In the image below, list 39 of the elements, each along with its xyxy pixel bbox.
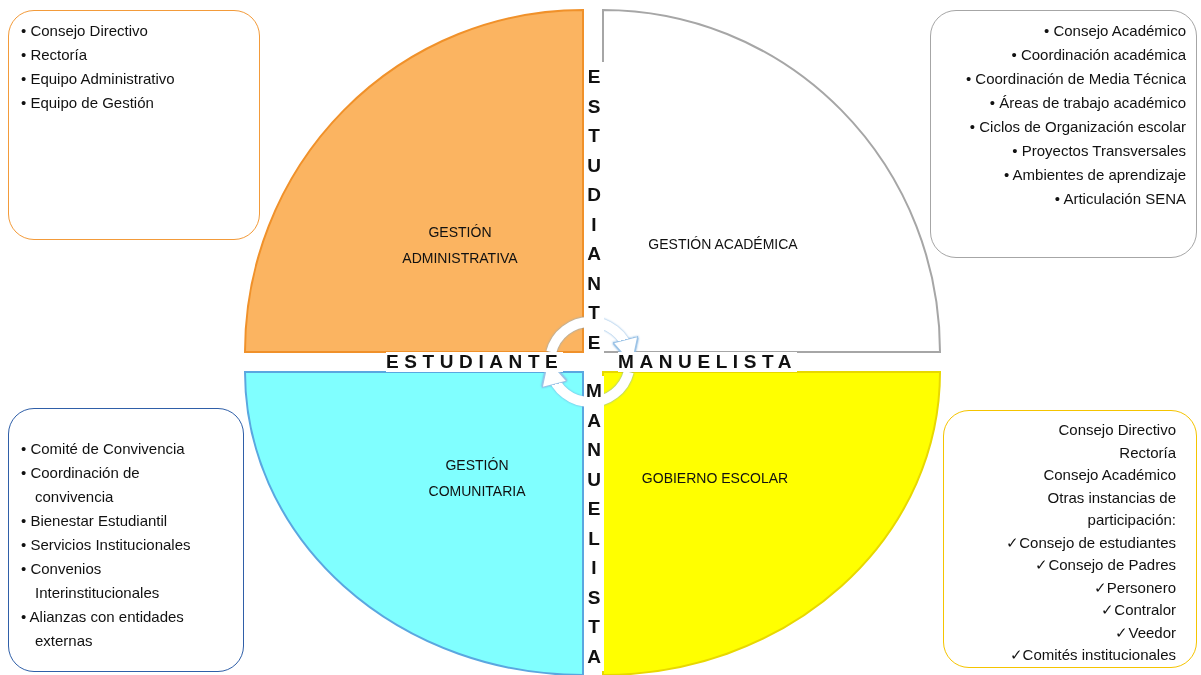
list-item: ✓Consejo de Padres [1034, 555, 1176, 575]
list-panel [8, 408, 244, 672]
list-item: Rectoría [1118, 442, 1176, 463]
list-item: • Equipo de Gestión [21, 93, 155, 113]
list-panel [8, 10, 260, 240]
list-item: Otras instancias de participación: [1046, 487, 1176, 530]
list-item: ✓Contralor [1100, 600, 1176, 620]
quadrant-label: GESTIÓN ACADÉMICA [647, 235, 799, 254]
list-item: • Rectoría [21, 45, 89, 65]
list-item: ✓Comités institucionales [1008, 645, 1176, 665]
center-label: ESTUDIANTE [386, 352, 564, 372]
list-item: ✓Personero [1092, 577, 1176, 598]
list-item: ✓Veedor [1114, 622, 1176, 643]
list-panel [930, 10, 1197, 258]
list-item: • Consejo Académico [1043, 21, 1186, 41]
list-item: • Ciclos de Organización escolar [968, 117, 1186, 137]
list-panel [943, 410, 1197, 668]
list-item: • Bienestar Estudiantil [21, 511, 169, 531]
vertical-label: MANUELISTA [584, 376, 604, 671]
list-item: • Consejo Directivo [21, 21, 149, 41]
quadrant-label: GESTIÓN ADMINISTRATIVA [401, 223, 519, 268]
list-item: • Proyectos Transversales [1011, 141, 1186, 161]
list-item: • Áreas de trabajo académico [988, 93, 1186, 113]
list-item: • Comité de Convivencia [21, 439, 186, 459]
list-item: • Convenios Interinstitucionales [21, 559, 161, 603]
list-item: ✓Consejo de estudiantes [1005, 532, 1176, 553]
list-item: • Equipo Administrativo [21, 69, 176, 89]
list-item: Consejo Directivo [1057, 420, 1176, 440]
quadrant-label: GESTIÓN COMUNITARIA [427, 456, 527, 501]
quadrant-label: GOBIERNO ESCOLAR [640, 469, 790, 488]
list-item: • Coordinación de convivencia [21, 463, 141, 507]
list-item: • Ambientes de aprendizaje [1002, 165, 1186, 185]
list-item: • Articulación SENA [1053, 189, 1186, 209]
list-item: • Coordinación de Media Técnica [964, 69, 1186, 89]
list-item: • Alianzas con entidades externas [21, 607, 185, 651]
list-item: Consejo Académico [1042, 465, 1176, 485]
center-label: MANUELISTA [618, 352, 798, 372]
list-item: • Servicios Institucionales [21, 535, 192, 555]
list-item: • Coordinación académica [1010, 45, 1186, 65]
